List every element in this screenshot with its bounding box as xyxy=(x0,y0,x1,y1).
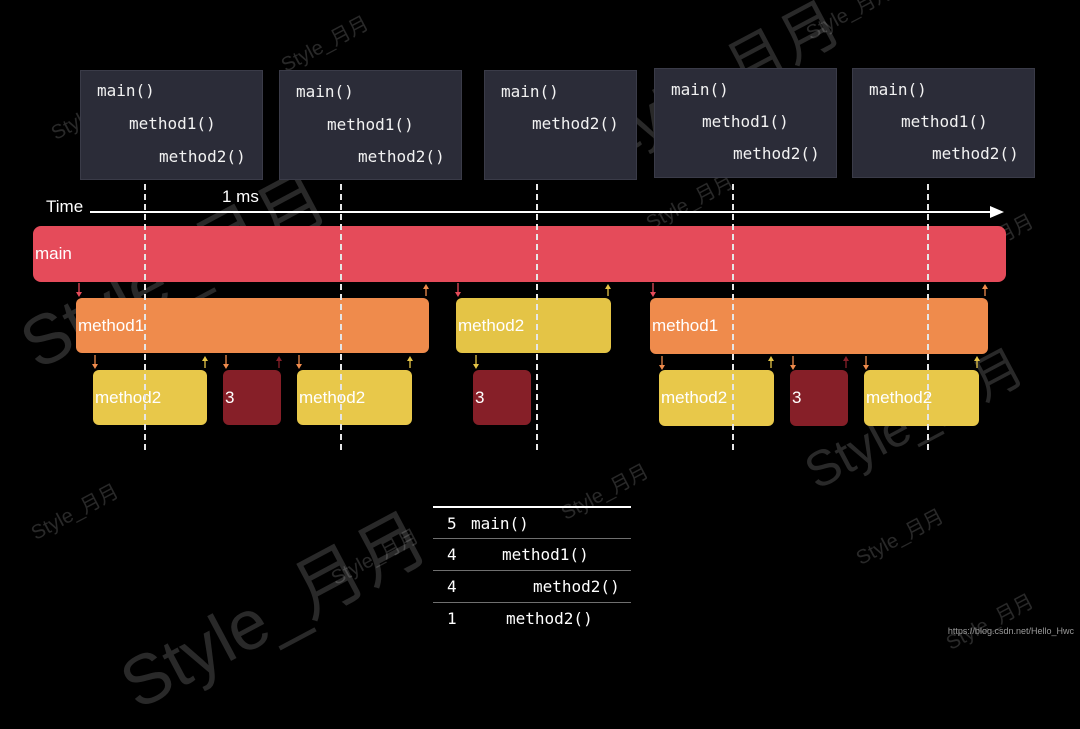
summary-count: 1 xyxy=(447,609,457,628)
bar-label: method1 xyxy=(78,315,145,335)
sample-line xyxy=(732,184,734,450)
stack-sample-4: main() method1() method2() xyxy=(654,68,837,178)
stack-line: method1() xyxy=(129,114,216,133)
summary-count: 4 xyxy=(447,577,457,596)
summary-count: 5 xyxy=(447,514,457,533)
sample-line xyxy=(340,184,342,450)
stack-line: method2() xyxy=(532,114,619,133)
interval-label: 1 ms xyxy=(222,187,259,206)
method2-bar: method2 xyxy=(456,298,611,353)
stack-line: main() xyxy=(97,81,155,100)
bar-label: main xyxy=(35,244,72,263)
time-arrow xyxy=(90,206,1004,218)
stack-sample-3: main() method2() xyxy=(484,70,637,180)
method1-bar: method1 xyxy=(76,298,429,353)
time-label: Time xyxy=(46,197,84,216)
stack-line: method1() xyxy=(901,112,988,131)
bar-label: method1 xyxy=(652,316,719,335)
bar-label: 3 xyxy=(792,388,802,407)
summary-name: main() xyxy=(471,514,529,533)
summary-name: method2() xyxy=(533,577,620,596)
sample-line xyxy=(927,184,929,450)
summary-count: 4 xyxy=(447,545,457,564)
summary-row: 4 method1() xyxy=(433,538,631,570)
bar-label: method2 xyxy=(661,388,728,407)
stack-line: method1() xyxy=(702,112,789,131)
stack-sample-1: main() method1() method2() xyxy=(80,70,263,180)
summary-row: 1 method2() xyxy=(433,602,631,634)
method1-bar: method1 xyxy=(650,298,988,354)
sample-line xyxy=(536,184,538,450)
stack-line: main() xyxy=(869,80,927,99)
stack-line: method2() xyxy=(159,147,246,166)
method2-bar: method2 xyxy=(297,370,412,425)
stack-line: method2() xyxy=(733,144,820,163)
summary-row: 4 method2() xyxy=(433,570,631,602)
stack-line: main() xyxy=(296,82,354,101)
bar-label: method2 xyxy=(458,315,525,335)
summary-row: 5 main() xyxy=(433,506,631,539)
bar-label: method2 xyxy=(866,388,933,407)
method2-bar: method2 xyxy=(864,370,979,426)
bar-label: 3 xyxy=(225,387,235,407)
summary-name: method1() xyxy=(502,545,589,564)
summary-name: method2() xyxy=(506,609,593,628)
stack-line: method2() xyxy=(358,147,445,166)
stack-line: main() xyxy=(501,82,559,101)
stack-sample-5: main() method1() method2() xyxy=(852,68,1035,178)
sample-line xyxy=(144,184,146,450)
method2-bar: method2 xyxy=(659,370,774,426)
stack-line: method2() xyxy=(932,144,1019,163)
self-time-bar: 3 xyxy=(473,370,531,425)
bar-label: method2 xyxy=(299,387,366,407)
self-time-bar: 3 xyxy=(790,370,848,426)
self-time-bar: 3 xyxy=(223,370,281,425)
stack-line: main() xyxy=(671,80,729,99)
stack-line: method1() xyxy=(327,115,414,134)
method2-bar: method2 xyxy=(93,370,207,425)
bar-label: 3 xyxy=(475,387,485,407)
main-bar: main xyxy=(33,226,1006,282)
stack-sample-2: main() method1() method2() xyxy=(279,70,462,180)
call-arrows xyxy=(76,283,988,370)
credit-text: https://blog.csdn.net/Hello_Hwc xyxy=(947,626,1074,636)
